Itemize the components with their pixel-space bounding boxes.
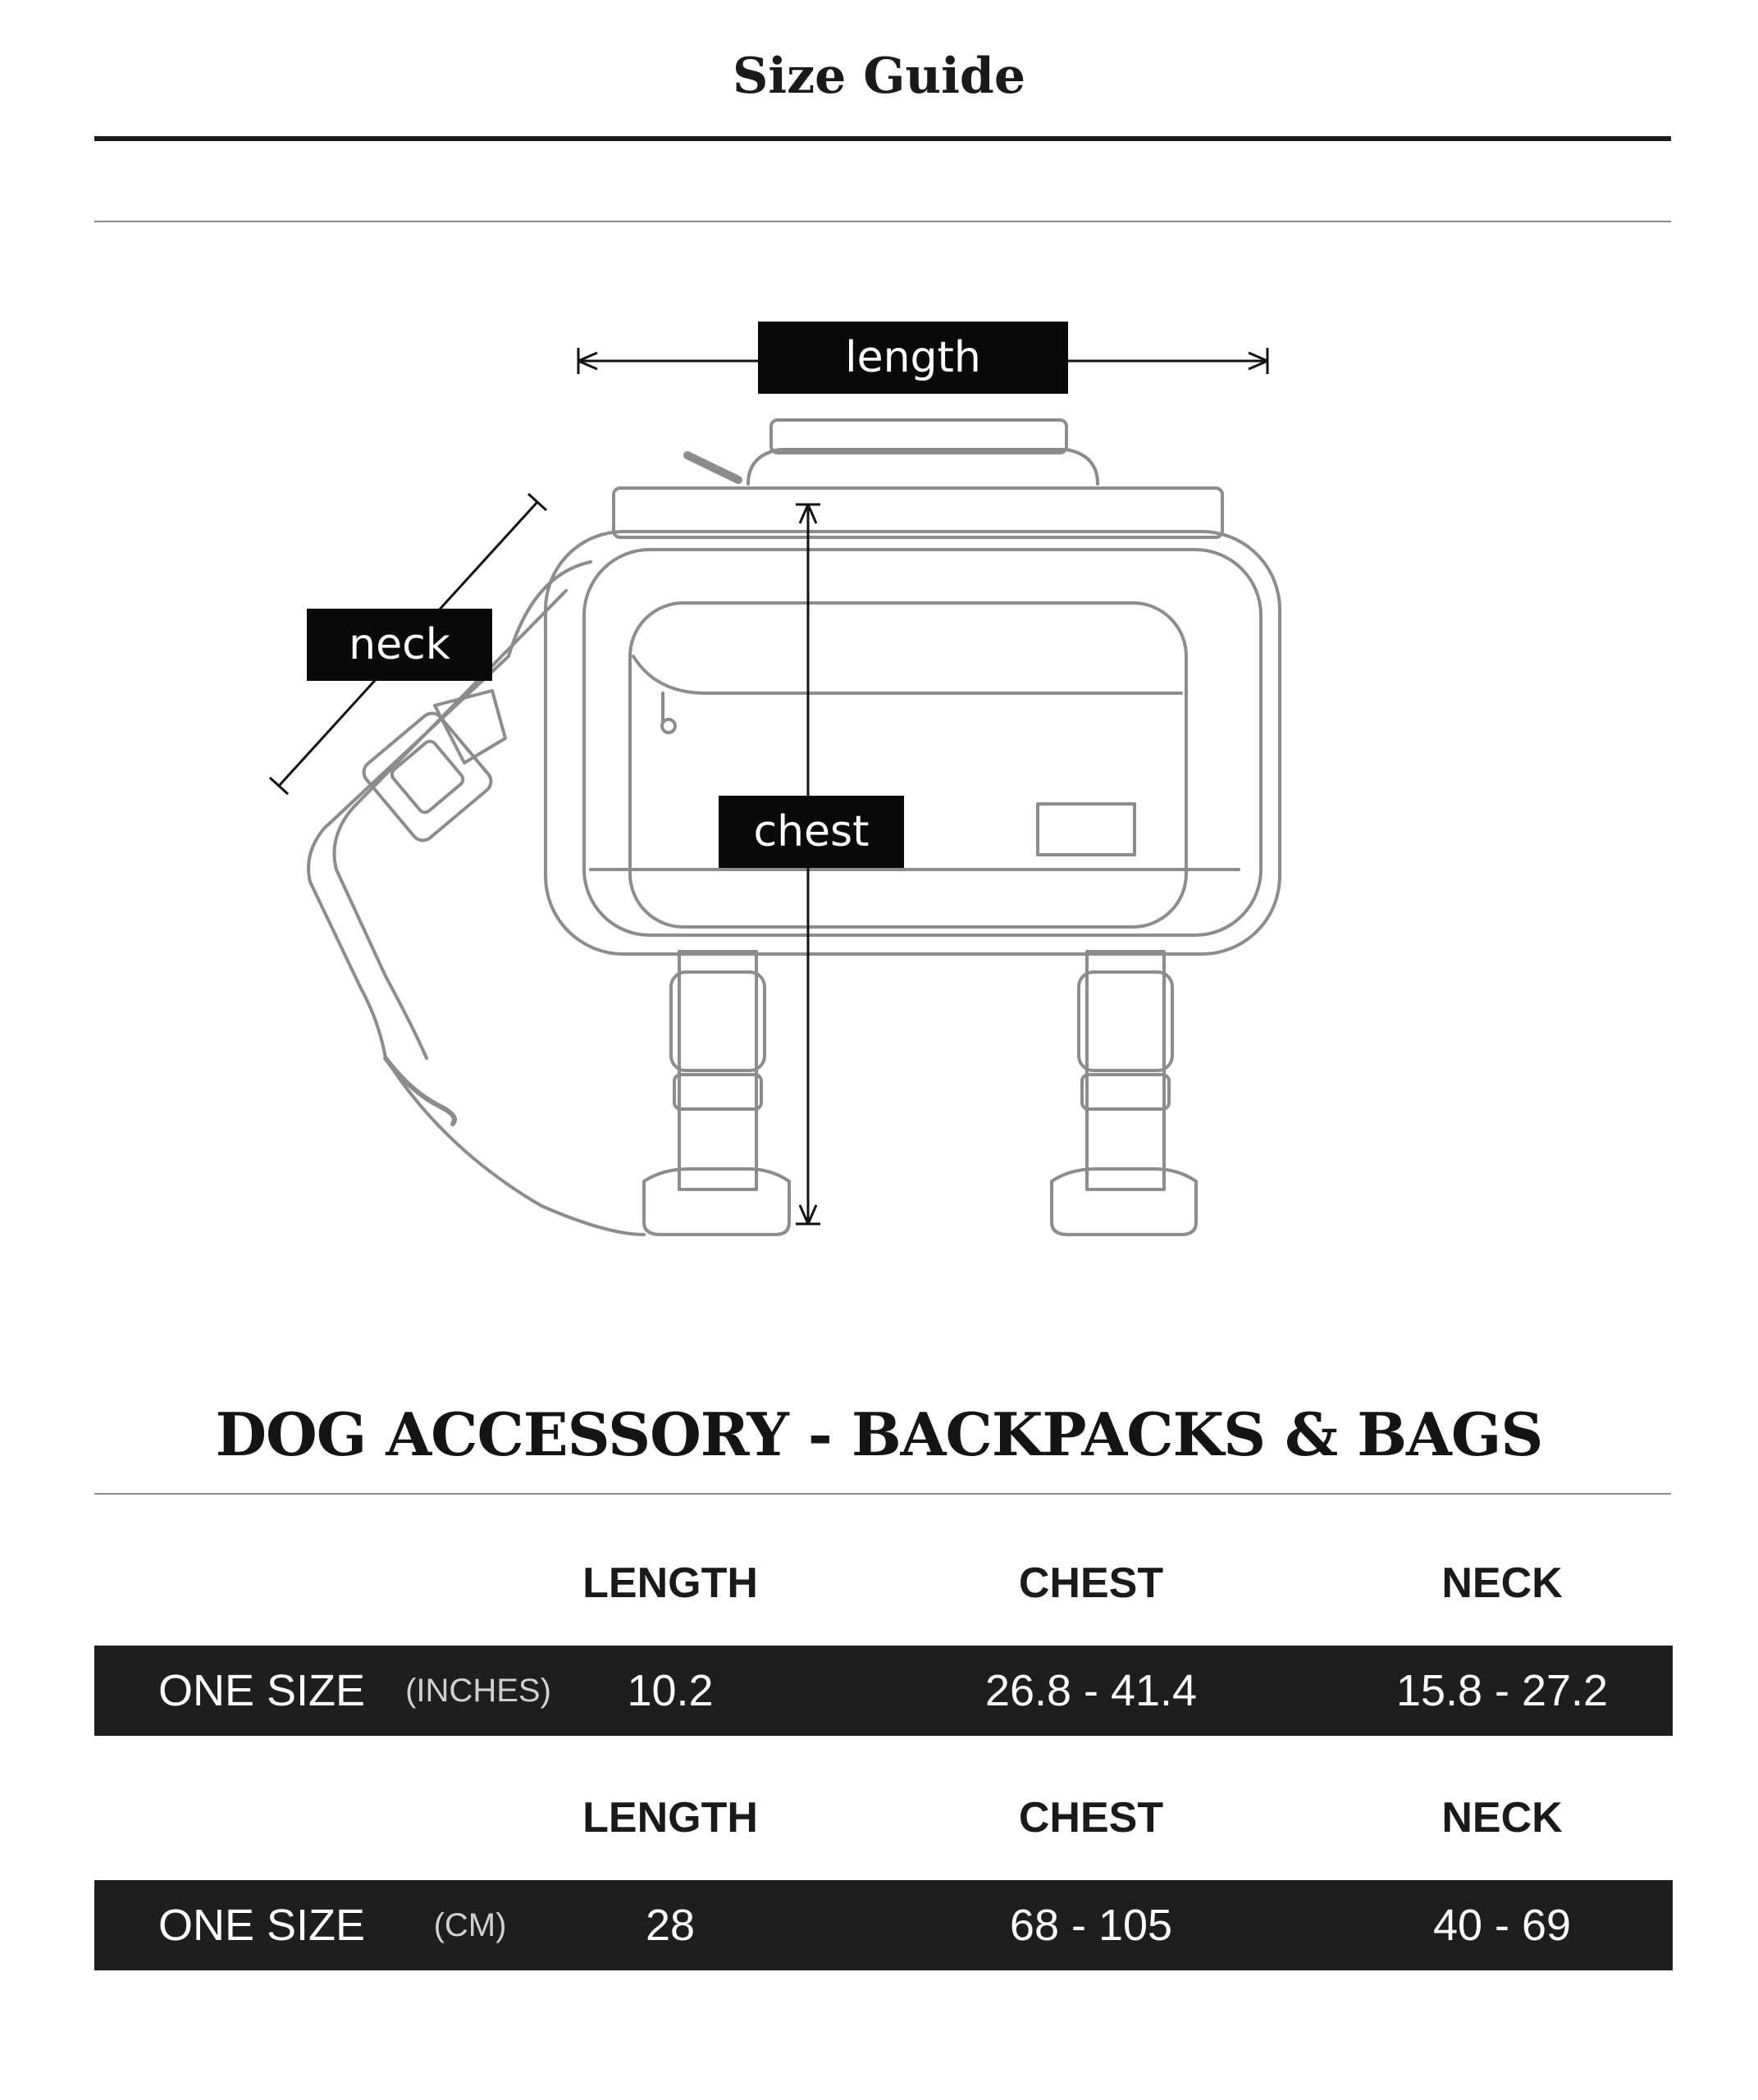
neck-label: neck [307,609,492,681]
neck-end-cap-upper [527,492,548,512]
neck-value: 40 - 69 [1432,1901,1572,1950]
side-buckle-shape [362,711,493,842]
bag-body-shape [544,530,1281,956]
chest-value: 68 - 105 [1009,1901,1173,1950]
unit-label: (CM) [433,1907,507,1943]
top-panel-shape [612,486,1224,539]
label-patch-shape [1036,802,1136,856]
left-leg-slider [673,1073,763,1111]
pocket-zipper-ring [660,718,677,734]
column-header-neck: NECK [1441,1794,1563,1842]
column-header-length: LENGTH [582,1559,758,1607]
column-header-length: LENGTH [582,1794,758,1842]
table-row-inches: ONE SIZE (INCHES) 10.2 26.8 - 41.4 15.8 … [94,1646,1673,1736]
handle-grip [769,418,1068,454]
page-title: Size Guide [732,48,1026,105]
side-strap-inner [332,589,568,1060]
size-name: ONE SIZE [158,1666,366,1715]
column-header-chest: CHEST [1018,1559,1164,1607]
right-leg-loop [1050,1167,1198,1236]
size-table-header-cm: LENGTH CHEST NECK [94,1793,1673,1859]
length-value: 10.2 [627,1666,714,1715]
unit-label: (INCHES) [405,1673,551,1709]
chest-arrow-bottom [798,1204,818,1225]
size-table-header-inches: LENGTH CHEST NECK [94,1559,1673,1624]
backpack-measurement-diagram: length neck chest [268,322,1281,1236]
length-label: length [758,322,1068,394]
table-row-cm: ONE SIZE (CM) 28 68 - 105 40 - 69 [94,1880,1673,1970]
section-title: DOG ACCESSORY - BACKPACKS & BAGS [215,1399,1544,1469]
neck-end-cap-lower [268,776,290,796]
column-header-chest: CHEST [1018,1794,1164,1842]
section-divider [94,1493,1671,1495]
side-buckle-inner [390,739,465,815]
chest-label: chest [719,796,904,868]
chest-arrow-top [798,504,818,524]
side-clip-shape [433,689,507,765]
left-leg-loop [642,1167,791,1236]
backpack-line-art [268,348,1281,1236]
zipper-pull-shape [683,451,742,484]
length-arrow-right [1248,351,1268,371]
pocket-flap-line [632,655,1183,695]
right-leg-buckle [1077,970,1174,1072]
length-arrow-left [578,351,598,371]
front-pocket-shape [628,601,1188,929]
right-leg-slider [1080,1073,1171,1111]
bag-inner-shape [582,548,1263,937]
left-leg-buckle [669,970,766,1072]
chest-value: 26.8 - 41.4 [984,1666,1198,1715]
side-strap-shape [307,560,646,1236]
side-cord-shape [383,1056,457,1126]
length-value: 28 [645,1901,696,1950]
column-header-neck: NECK [1441,1559,1563,1607]
size-name: ONE SIZE [158,1901,366,1950]
handle-shape [747,448,1099,486]
neck-value: 15.8 - 27.2 [1395,1666,1609,1715]
title-divider [94,136,1671,141]
diagram-top-divider [94,221,1671,222]
